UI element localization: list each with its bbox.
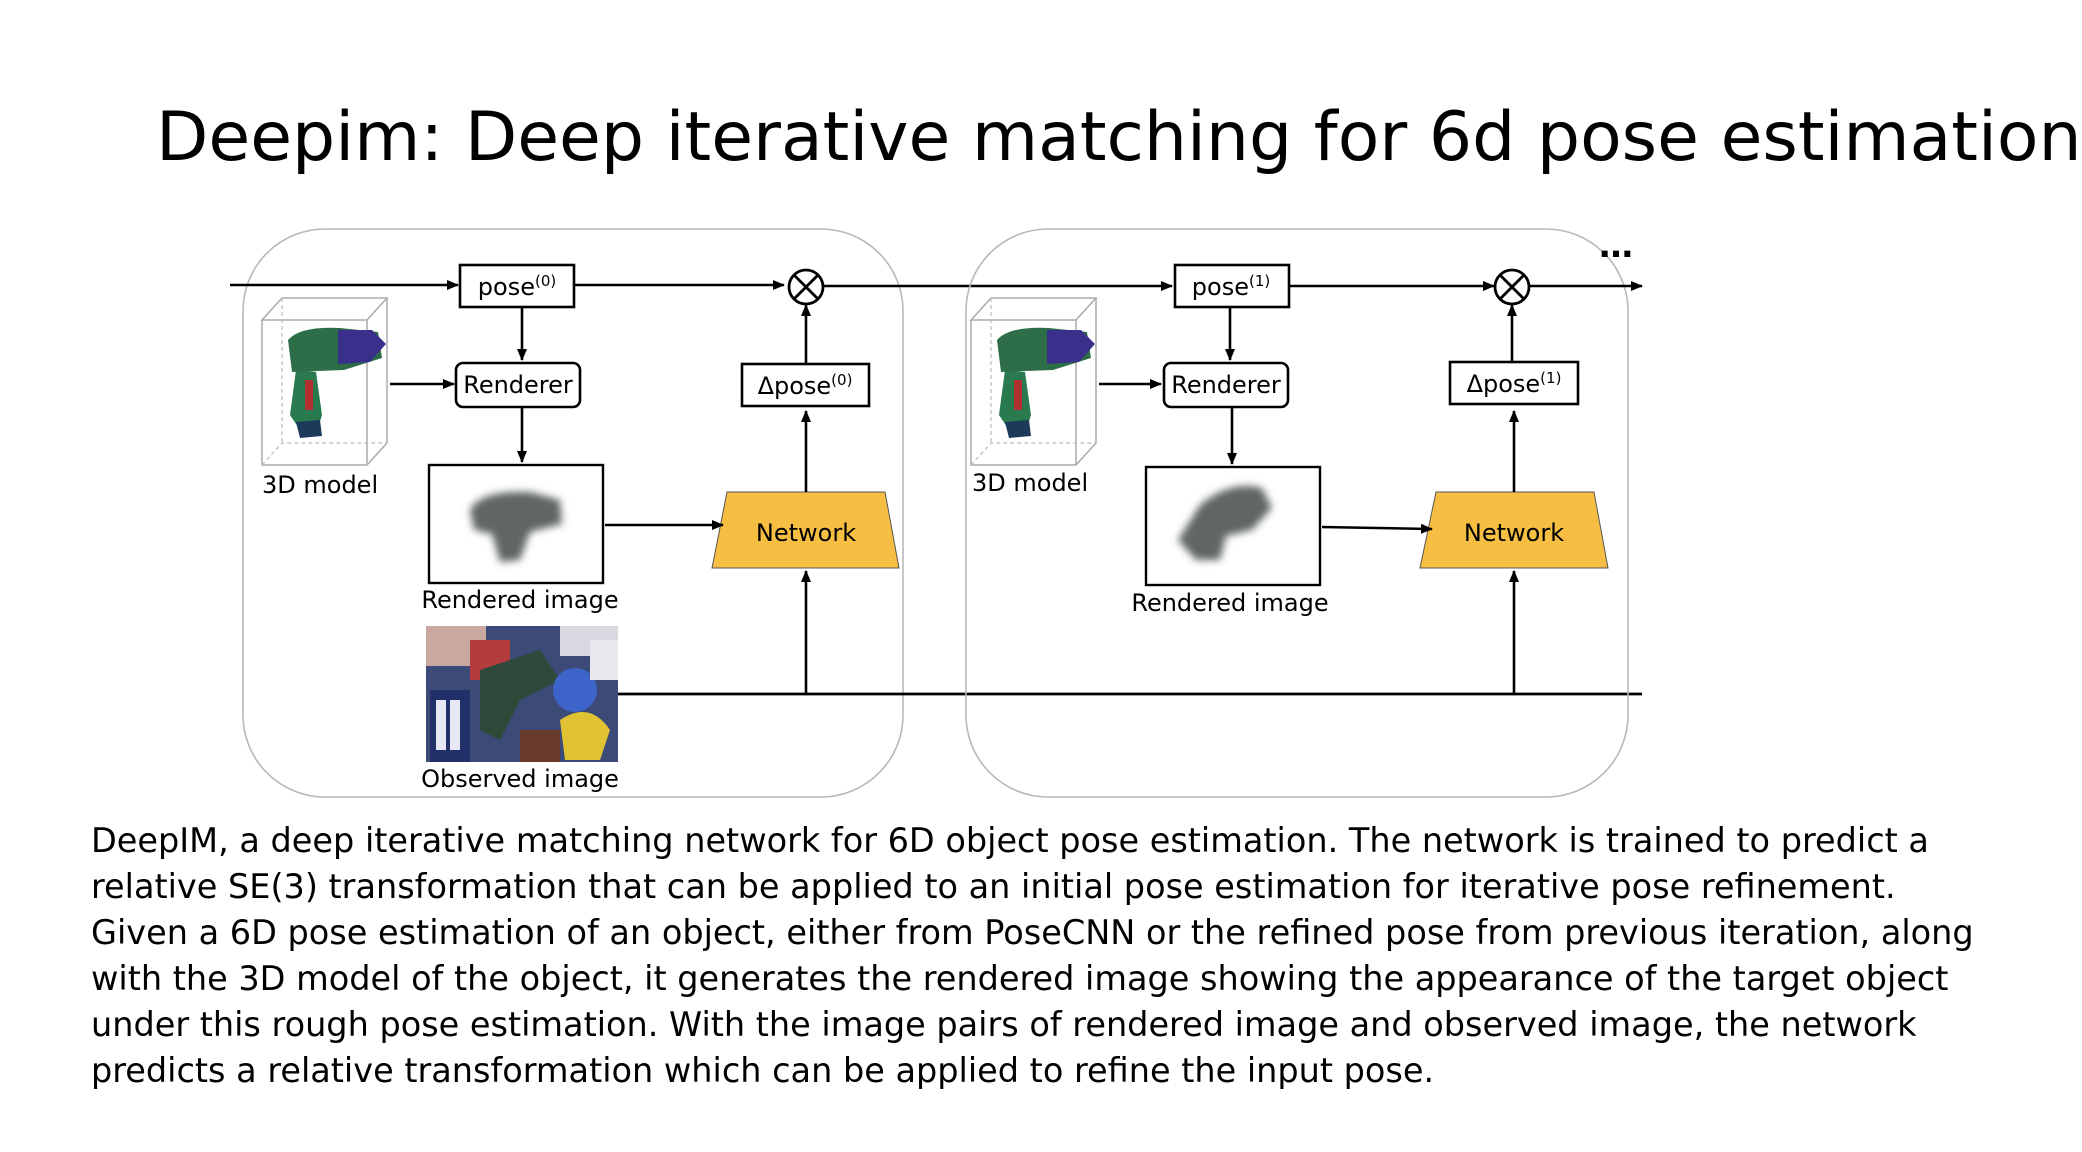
stage-2-3d-model xyxy=(969,297,1098,466)
stage-2-delta-pose-box: Δpose(1) xyxy=(1448,360,1580,406)
stage-1-network-label: Network xyxy=(756,519,856,547)
stage-1-renderer-label: Renderer xyxy=(463,371,573,399)
stage-1-delta-pose-superscript: (0) xyxy=(831,371,852,389)
caption-line: under this rough pose estimation. With t… xyxy=(91,1005,1917,1044)
svg-text:Δpose(1): Δpose(1) xyxy=(1467,369,1562,398)
stage-2-network-label: Network xyxy=(1464,519,1564,547)
stage-2-network: Network xyxy=(1419,491,1609,569)
stage-1-renderer-box: Renderer xyxy=(454,361,582,409)
stage-1-pose-label: pose xyxy=(478,273,535,301)
stage-2-pose-box: pose(1) xyxy=(1173,263,1291,309)
stage-2-pose-superscript: (1) xyxy=(1249,272,1270,290)
caption: DeepIM, a deep iterative matching networ… xyxy=(91,818,1991,1094)
stage-2-3d-model-label: 3D model xyxy=(972,469,1088,497)
stage-1-observed-image xyxy=(426,626,618,762)
stage-1-delta-pose-label: Δpose xyxy=(758,372,832,400)
caption-line: predicts a relative transformation which… xyxy=(91,1051,1435,1090)
caption-line: with the 3D model of the object, it gene… xyxy=(91,959,1949,998)
stage-1-rendered-image xyxy=(427,463,605,585)
stage-1-observed-image-label: Observed image xyxy=(421,765,619,793)
caption-line: relative SE(3) transformation that can b… xyxy=(91,867,1896,906)
stage-1-pose-box: pose(0) xyxy=(458,263,576,309)
slide-title: Deepim: Deep iterative matching for 6d p… xyxy=(156,98,2082,177)
stage-2-renderer-label: Renderer xyxy=(1171,371,1281,399)
stage-2-rendered-image-label: Rendered image xyxy=(1131,589,1328,617)
stage-1-pose-superscript: (0) xyxy=(535,272,556,290)
stage-2-renderer-box: Renderer xyxy=(1162,361,1290,409)
stage-1-3d-model-label: 3D model xyxy=(262,471,378,499)
stage-1-delta-pose-box: Δpose(0) xyxy=(740,362,871,408)
stage-1-3d-model xyxy=(260,297,389,466)
continuation-ellipsis: … xyxy=(1599,226,1633,266)
stage-2-pose-label: pose xyxy=(1192,273,1249,301)
stage-2-panel xyxy=(965,228,1629,798)
stage-2-rendered-image xyxy=(1144,465,1322,587)
stage-1-network: Network xyxy=(711,491,900,569)
svg-text:pose(1): pose(1) xyxy=(1192,272,1270,301)
stage-2-delta-pose-label: Δpose xyxy=(1467,370,1541,398)
stage-1-rendered-image-label: Rendered image xyxy=(421,586,618,614)
stage-2-rendered-to-network-arrow xyxy=(1321,523,1433,534)
stage-2-delta-pose-superscript: (1) xyxy=(1540,369,1561,387)
stage-2-compose-operator xyxy=(1493,268,1531,306)
svg-text:pose(0): pose(0) xyxy=(478,272,556,301)
stage-1-compose-operator xyxy=(787,268,825,306)
caption-line: DeepIM, a deep iterative matching networ… xyxy=(91,821,1929,860)
stage-1-panel xyxy=(242,228,904,798)
caption-line: Given a 6D pose estimation of an object,… xyxy=(91,913,1974,952)
svg-text:Δpose(0): Δpose(0) xyxy=(758,371,853,400)
